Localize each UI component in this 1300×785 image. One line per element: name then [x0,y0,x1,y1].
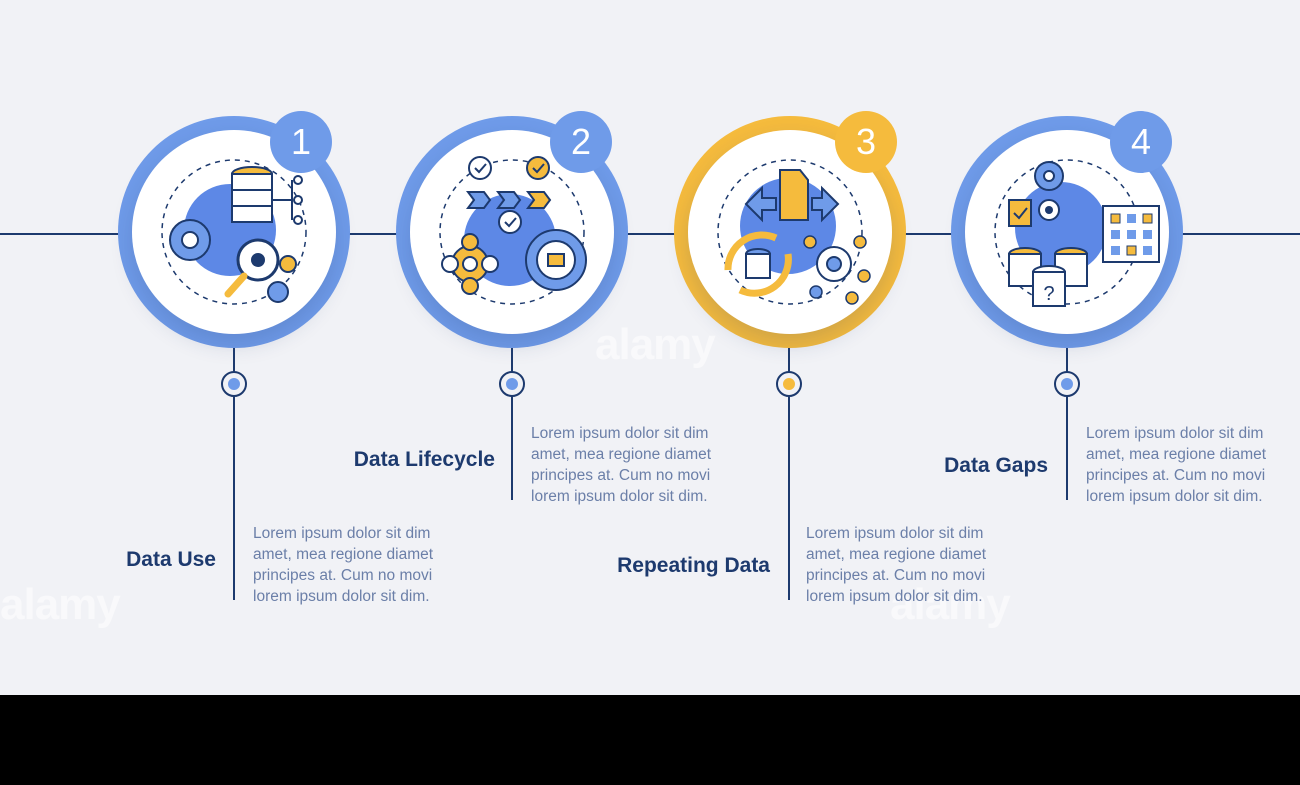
step-2-description: Lorem ipsum dolor sit dim amet, mea regi… [531,425,712,505]
footer-logo: alamy [0,712,43,729]
infographic-canvas: alamy alamy alamy alamy alamy [0,111,1300,629]
watermark: alamy [595,320,716,369]
step-3-number-badge: 3 [835,111,897,173]
step-2-title: Data Lifecycle [353,448,495,471]
database-gear-magnifier-icon [161,159,307,305]
step-2-stem [511,348,513,500]
step-2-number-badge: 2 [550,111,612,173]
step-4-stem [1066,348,1068,500]
step-1-marker [221,371,247,397]
step-4-description: Lorem ipsum dolor sit dim amet, mea regi… [1086,425,1267,505]
step-3-icon-container [688,130,892,334]
footer-bar [0,695,1300,785]
step-4-icon-container: ? [965,130,1169,334]
step-3-description: Lorem ipsum dolor sit dim amet, mea regi… [806,525,987,605]
watermark: alamy [890,580,1011,629]
step-3-ring [674,116,906,348]
step-1-number-badge: 1 [270,111,332,173]
svg-text:?: ? [1043,283,1054,305]
step-1-title: Data Use [126,548,216,571]
step-3-stem [788,348,790,600]
database-question-grid-icon: ? [994,159,1160,307]
footer-url: www.alamy.com [0,695,115,712]
step-1-stem [233,348,235,600]
step-4-title: Data Gaps [944,454,1048,477]
step-3-marker [776,371,802,397]
step-3-title: Repeating Data [617,554,770,577]
lifecycle-gear-target-icon [439,156,587,305]
footer-image-code: 2KF95XK [0,695,69,712]
watermark: alamy [0,580,121,629]
step-4-number-badge: 4 [1110,111,1172,173]
timeline-line [0,233,1300,235]
step-4-marker [1054,371,1080,397]
repeating-database-arrows-icon [717,159,871,305]
step-1-description: Lorem ipsum dolor sit dim amet, mea regi… [253,525,434,605]
step-2-marker [499,371,525,397]
